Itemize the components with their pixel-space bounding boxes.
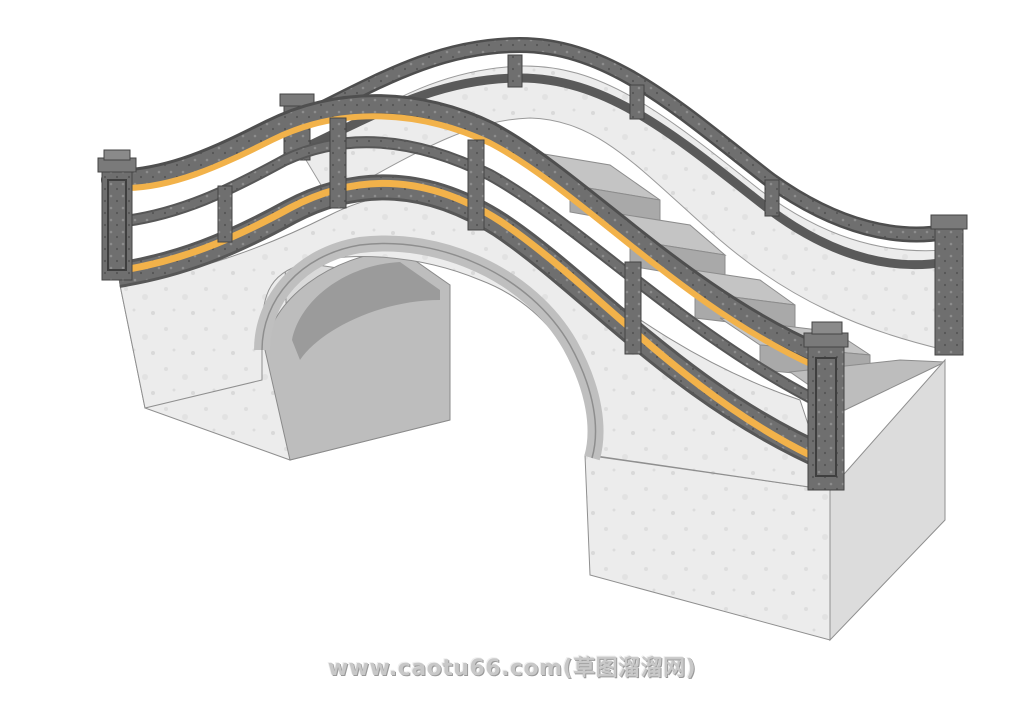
watermark-text: www.caotu66.com(草图溜溜网) bbox=[327, 656, 697, 681]
front-railing bbox=[97, 94, 849, 491]
left-end-post bbox=[97, 149, 137, 281]
front-arch-face bbox=[119, 193, 831, 491]
right-abutment bbox=[584, 358, 946, 642]
top-rail-yellow-inlay bbox=[117, 113, 817, 369]
right-end-post bbox=[803, 321, 849, 491]
